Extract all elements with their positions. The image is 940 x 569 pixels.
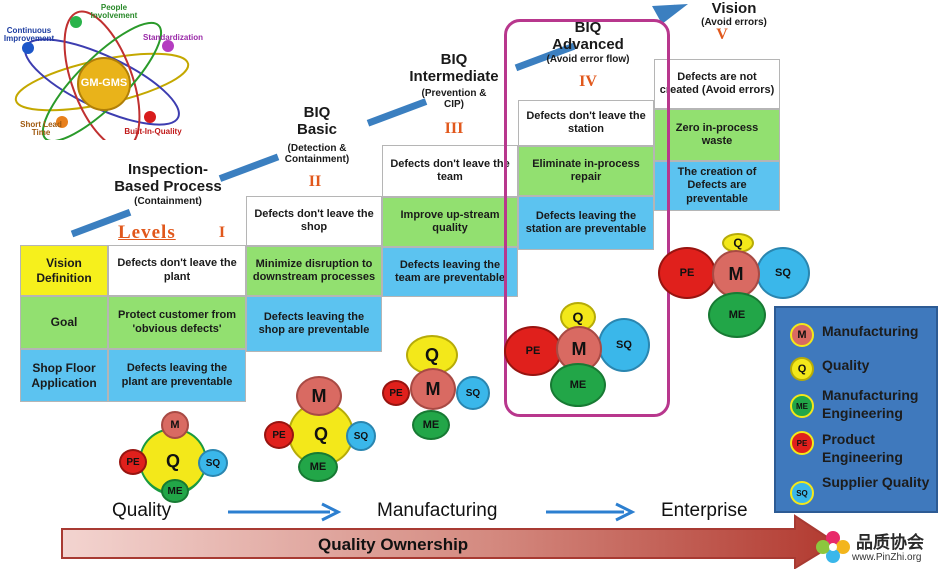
stage-5-application: The creation of Defects are preventable [654,161,780,211]
cluster-2-pe: PE [264,421,294,449]
watermark-url: www.PinZhi.org [852,552,922,563]
cluster-2-sq: SQ [346,421,376,451]
product-engineering-icon: PE [790,431,814,455]
manufacturing-engineering-icon: ME [790,394,814,418]
stage-2-title: BIQ Basic (Detection & Containment) [284,104,350,165]
stage-5-title: Vision (Avoid errors) [701,0,767,29]
logo-people-involvement: People Involvement [90,3,138,21]
bottom-quality-label: Quality [112,500,172,521]
stage-5-vision: Defects are not created (Avoid errors) [654,59,780,109]
orbit-icon [14,10,190,150]
stage-4-application: Defects leaving the station are preventa… [518,196,654,250]
stage-4-goal: Eliminate in-process repair [518,146,654,196]
quality-ownership-arrow [61,514,838,569]
cluster-3-pe: PE [382,380,410,406]
row-label-application: Shop Floor Application [20,349,108,402]
row-label-goal: Goal [20,296,108,349]
stage-4-numeral: IV [579,73,597,90]
stage-5-goal: Zero in-process waste [654,109,780,161]
stage-1-application: Defects leaving the plant are preventabl… [108,349,246,402]
legend-panel: M Manufacturing Q Quality ME Manufacturi… [774,306,938,513]
stage-3-title: BIQ Intermediate (Prevention & CIP) [409,51,499,110]
stage-4-highlight [504,19,670,417]
stage-3-goal: Improve up-stream quality [382,197,518,247]
cluster-4-pe: PE [504,326,562,376]
cluster-5-pe: PE [658,247,716,299]
cluster-1-pe: PE [119,449,147,475]
stage-3-vision: Defects don't leave the team [382,145,518,197]
bottom-enterprise-label: Enterprise [661,500,748,521]
legend-item-quality: Q Quality [790,356,940,381]
stage-1-title: Inspection-Based Process (Containment) [114,161,222,207]
manufacturing-icon: M [790,323,814,347]
stage-4-title: BIQ Advanced (Avoid error flow) [546,19,630,65]
levels-label: Levels [118,222,176,243]
legend-item-manufacturing: M Manufacturing [790,322,940,347]
cluster-2-m: M [296,376,342,416]
logo-continuous-improvement: Continuous Improvement [3,26,55,44]
stage-5-numeral: V [716,26,728,43]
legend-item-product-engineering: PE Product Engineering [790,430,940,466]
logo-center-label: GM-GMS [80,77,128,89]
legend-label: Manufacturing [822,323,919,339]
stage-1-goal: Protect customer from 'obvious defects' [108,296,246,349]
cluster-1-sq: SQ [198,449,228,477]
stage-3-numeral: III [444,120,464,137]
arrow-right-icon [228,502,342,522]
cluster-4-sq: SQ [598,318,650,372]
gm-gms-logo: GM-GMS People Involvement Continuous Imp… [0,0,203,150]
cluster-3-me: ME [412,410,450,440]
legend-label: Manufacturing Engineering [822,387,919,422]
cluster-1-me: ME [161,479,189,503]
logo-short-lead-time: Short Lead Time [20,120,62,138]
arrow-right-icon [546,502,636,522]
stage-1-vision: Defects don't leave the plant [108,245,246,296]
stage-2-goal: Minimize disruption to downstream proces… [246,246,382,296]
quality-icon: Q [790,357,814,381]
cluster-3-sq: SQ [456,376,490,410]
legend-label: Quality [822,357,870,373]
logo-standardization: Standardization [142,33,203,42]
stage-3-application: Defects leaving the team are preventable [382,247,518,297]
stage-2-application: Defects leaving the shop are preventable [246,296,382,352]
row-label-vision: Vision Definition [20,245,108,296]
quality-ownership-label: Quality Ownership [318,535,469,554]
stage-2-numeral: II [308,173,322,190]
cluster-4-me: ME [550,363,606,407]
watermark-cn: 品质协会 [856,533,924,553]
supplier-quality-icon: SQ [790,481,814,505]
legend-item-supplier-quality: SQ Supplier Quality [790,473,940,505]
legend-label: Supplier Quality [822,474,930,490]
logo-built-in-quality: Built-In-Quality [124,127,182,136]
cluster-5-m: M [712,250,760,298]
flower-logo-icon [816,531,850,563]
cluster-1-m: M [161,411,189,439]
bottom-manufacturing-label: Manufacturing [377,500,498,521]
progression-arrow [70,4,688,238]
cluster-5-me: ME [708,292,766,338]
cluster-5-sq: SQ [756,247,810,299]
stage-4-vision: Defects don't leave the station [518,100,654,146]
cluster-3-m: M [410,368,456,410]
cluster-2-me: ME [298,452,338,482]
legend-item-manufacturing-engineering: ME Manufacturing Engineering [790,386,940,422]
stage-1-numeral: I [218,224,226,241]
stage-2-vision: Defects don't leave the shop [246,196,382,246]
legend-label: Product Engineering [822,431,903,466]
